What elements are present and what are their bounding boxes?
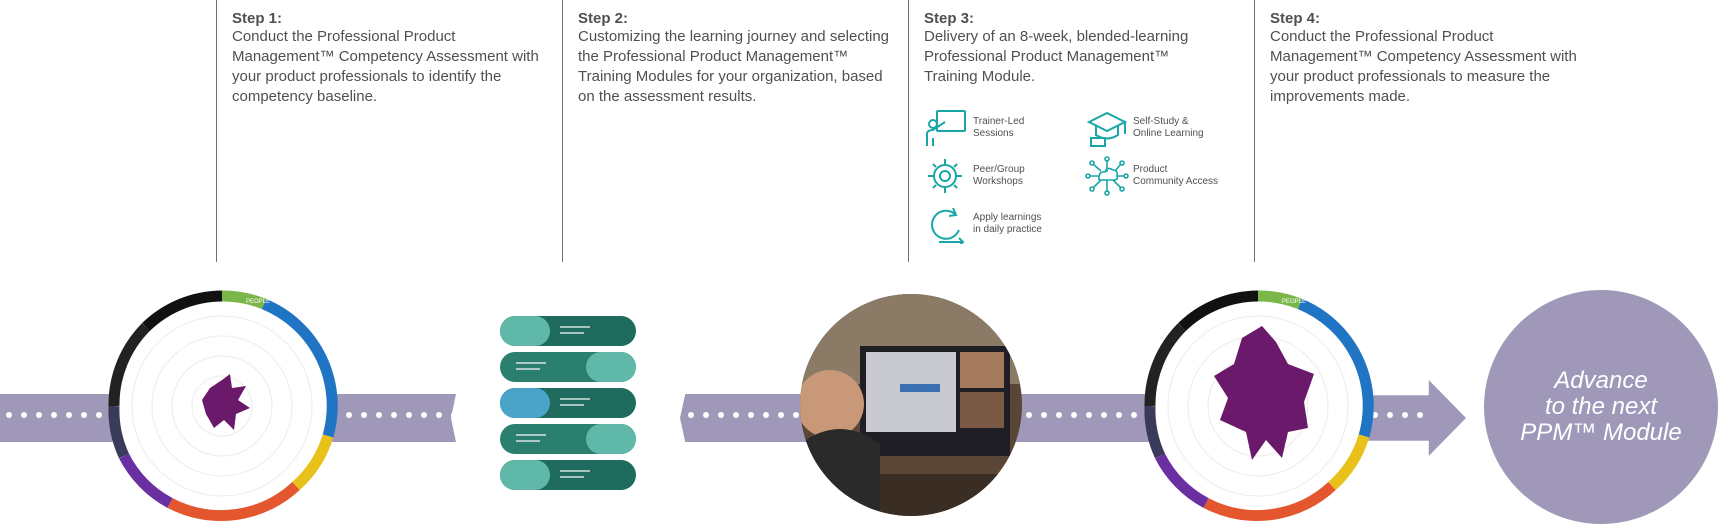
feature-label: Apply learnings in daily practice bbox=[973, 212, 1042, 235]
flow-band-1 bbox=[0, 394, 130, 442]
step-4: Step 4: Conduct the Professional Product… bbox=[1254, 0, 1580, 262]
step-3: Step 3: Delivery of an 8-week, blended-l… bbox=[908, 0, 1224, 262]
step-3-title: Step 3: bbox=[924, 10, 975, 27]
flow-dots-2 bbox=[346, 412, 457, 420]
flow-band-2 bbox=[330, 394, 456, 442]
feature-label: Product Community Access bbox=[1133, 164, 1219, 187]
learning-journey-graphic bbox=[500, 316, 636, 490]
feature-self-study: Self-Study & Online Learning bbox=[1085, 108, 1204, 148]
trainer-icon bbox=[926, 110, 966, 146]
gear-icon bbox=[928, 159, 962, 193]
flow-dots-3 bbox=[688, 412, 799, 420]
feature-label: Peer/Group Workshops bbox=[973, 164, 1025, 187]
step-2-title: Step 2: bbox=[578, 10, 629, 27]
network-icon bbox=[1085, 156, 1129, 196]
step-1: Step 1: Conduct the Professional Product… bbox=[216, 0, 552, 262]
competency-wheel-improved: PEOPLE bbox=[1144, 290, 1374, 522]
feature-community: Product Community Access bbox=[1085, 156, 1218, 196]
step-1-title: Step 1: bbox=[232, 10, 283, 27]
final-line-2: to the next bbox=[1544, 393, 1658, 420]
step-2-text: Customizing the learning journey and sel… bbox=[578, 28, 890, 105]
step-3-text: Delivery of an 8-week, blended-learning … bbox=[924, 28, 1189, 85]
competency-wheel-baseline: PEOPLE bbox=[108, 290, 338, 522]
feature-label: Trainer-Led Sessions bbox=[973, 116, 1025, 139]
flow-band-4 bbox=[1010, 394, 1160, 442]
feature-apply-learnings: Apply learnings in daily practice bbox=[925, 204, 1042, 244]
step-4-title: Step 4: bbox=[1270, 10, 1321, 27]
radar-shape-improved bbox=[1214, 326, 1314, 460]
flow-band-3 bbox=[680, 394, 810, 442]
cycle-icon bbox=[931, 207, 965, 244]
final-line-1: Advance bbox=[1554, 367, 1648, 394]
step-1-text: Conduct the Professional Product Managem… bbox=[232, 28, 539, 105]
graduation-cap-icon bbox=[1086, 111, 1128, 147]
learning-features: Trainer-Led Sessions Self-Study & Online… bbox=[925, 108, 1235, 258]
step-4-text: Conduct the Professional Product Managem… bbox=[1270, 28, 1577, 105]
wheel-label-people: PEOPLE bbox=[246, 299, 270, 305]
feature-peer-workshops: Peer/Group Workshops bbox=[925, 156, 1025, 196]
feature-trainer-led: Trainer-Led Sessions bbox=[925, 108, 1024, 148]
wheel-label-people: PEOPLE bbox=[1282, 299, 1306, 305]
flow-dots-1 bbox=[6, 412, 117, 420]
training-photo bbox=[800, 294, 1022, 516]
step-2: Step 2: Customizing the learning journey… bbox=[562, 0, 898, 262]
flow-dots-5 bbox=[1372, 412, 1423, 420]
feature-label: Self-Study & Online Learning bbox=[1133, 116, 1204, 139]
next-module-circle: Advance to the next PPM™ Module bbox=[1484, 290, 1718, 524]
radar-shape-baseline bbox=[202, 374, 250, 430]
final-line-3: PPM™ Module bbox=[1520, 419, 1682, 446]
